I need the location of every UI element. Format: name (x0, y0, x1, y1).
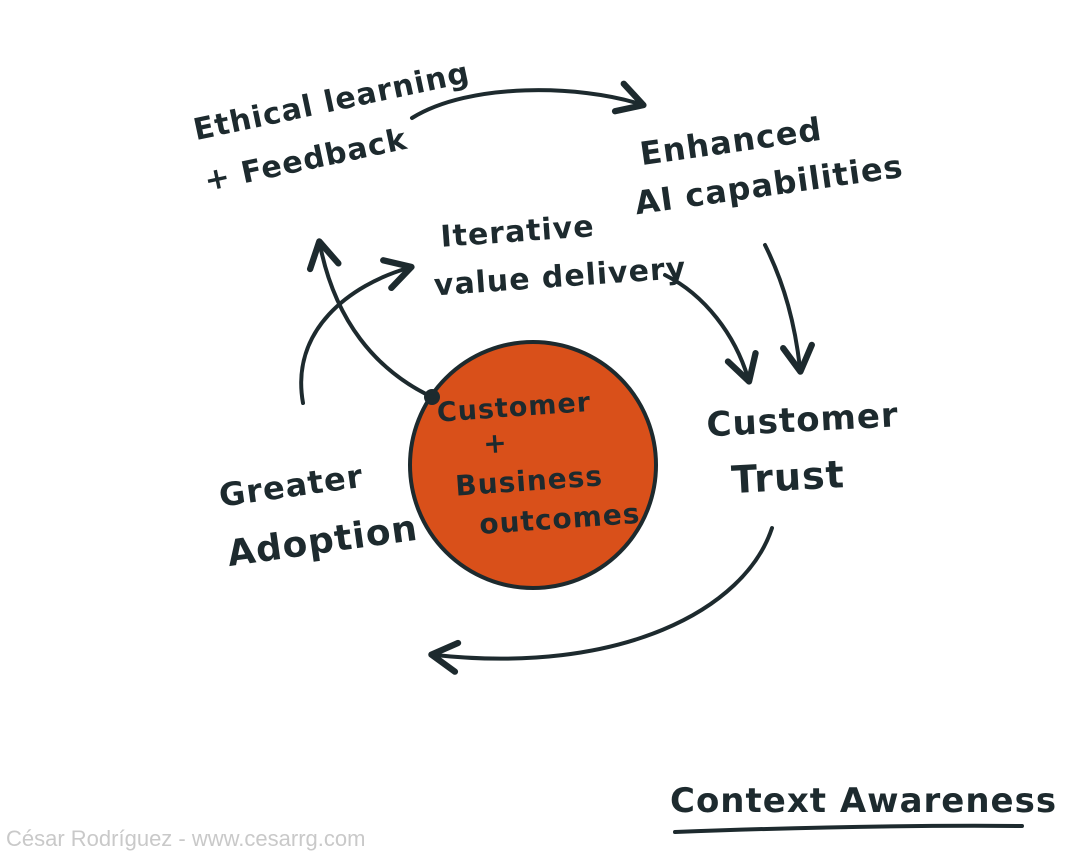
node-greater-adoption: Greater Adoption (217, 457, 421, 575)
node-ethical-line1: Ethical learning (190, 55, 473, 148)
node-iterative-line1: Iterative (439, 209, 595, 255)
node-trust-line1: Customer (706, 395, 900, 445)
node-trust-line2: Trust (730, 452, 845, 502)
footer-title: Context Awareness (670, 781, 1057, 821)
arrow-iterative-to-trust (663, 273, 759, 385)
node-adoption-line2: Adoption (225, 508, 421, 575)
credit-text: César Rodríguez - www.cesarrg.com (6, 826, 365, 851)
arrow-center-to-ethical (306, 238, 434, 399)
center-outcomes-circle (408, 340, 658, 590)
node-iterative-line2: value delivery (433, 251, 688, 304)
center-line2: + (482, 426, 509, 461)
arrow-adoption-to-iterative (299, 257, 415, 405)
node-customer-trust: Customer Trust (706, 395, 900, 502)
footer-title-underline (673, 823, 1024, 834)
arrow-trust-to-adoption (428, 526, 774, 675)
arrow-feedback-to-enhanced (410, 80, 647, 120)
arrow-enhanced-to-trust (763, 243, 815, 375)
node-enhanced-ai: Enhanced AI capabilities (632, 110, 905, 222)
node-adoption-line1: Greater (217, 457, 366, 515)
node-ethical-learning: Ethical learning + Feedback (190, 55, 473, 199)
